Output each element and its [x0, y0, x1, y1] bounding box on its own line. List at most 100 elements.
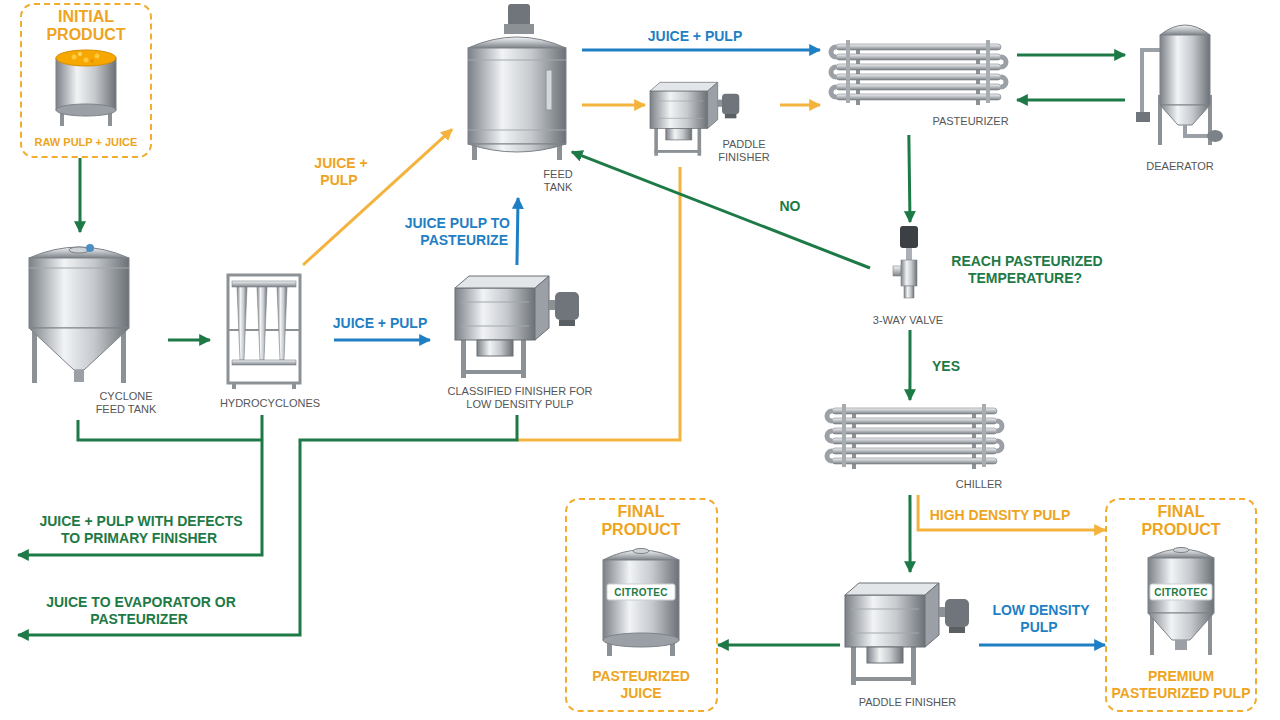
initial-tank-icon	[84, 58, 89, 63]
paddle-finisher-illustration	[845, 583, 969, 685]
feed-tank-illustration	[468, 60, 566, 61]
equipment-caption: CLASSIFIED FINISHER FOR LOW DENSITY PULP	[445, 385, 595, 411]
flow-label-box: JUICE + PULP	[330, 315, 430, 332]
equipment-caption: 3-WAY VALVE	[870, 314, 946, 327]
brand-label-box: CITROTEC	[1151, 587, 1211, 598]
decision-note: REACH PASTEURIZED TEMPERATURE?	[949, 253, 1102, 286]
feed-tank-illustration	[468, 37, 566, 48]
equipment-node: CHILLER	[820, 400, 1009, 495]
juice-tank-icon	[633, 549, 649, 554]
feed-tank-illustration	[468, 130, 566, 131]
flow-arrow	[718, 643, 840, 646]
flow-label-box: HIGH DENSITY PULP	[920, 507, 1080, 524]
deaerator-illustration	[1160, 25, 1210, 35]
brand-label: CITROTEC	[613, 587, 669, 598]
initial-tank-icon	[56, 104, 116, 116]
flow-arrow	[572, 152, 870, 268]
pulp-tank-icon	[1150, 584, 1212, 600]
flow-arrow	[517, 198, 518, 265]
flow-label: LOW DENSITY PULP	[990, 602, 1089, 635]
hydrocyclones-illustration	[257, 287, 267, 360]
equipment-node: PADDLE FINISHER	[840, 572, 979, 714]
initial-tank-icon	[90, 59, 94, 63]
hydrocyclones-illustration	[232, 360, 296, 365]
outlet-line	[18, 415, 262, 555]
flow-arrow	[334, 339, 430, 342]
brand-label: CITROTEC	[1153, 587, 1209, 598]
flow-arrow	[979, 643, 1105, 646]
juice-tank-icon	[603, 549, 679, 657]
flow-connectors	[80, 50, 1125, 645]
product-box: FINAL PRODUCTPREMIUM PASTEURIZED PULP	[1105, 498, 1257, 712]
flow-arrow	[582, 49, 820, 52]
deaerator-illustration	[1160, 105, 1210, 125]
equipment-caption: CHILLER	[953, 478, 1005, 491]
flow-arrow	[1017, 98, 1125, 101]
feed-tank-illustration	[468, 144, 566, 152]
three-way-valve-illustration	[893, 226, 918, 298]
product-name: PASTEURIZED JUICE	[576, 668, 706, 702]
flow-label: JUICE + PULP	[331, 315, 430, 331]
juice-tank-icon	[603, 560, 679, 640]
product-box: INITIAL PRODUCTRAW PULP + JUICE	[20, 3, 152, 158]
equipment-caption: PADDLE FINISHER	[840, 696, 975, 709]
feed-tank-illustration	[546, 70, 552, 110]
hydrocyclones-illustration	[228, 275, 300, 383]
flow-label: YES	[930, 358, 962, 374]
pulp-tank-icon	[1175, 640, 1187, 650]
hydrocyclones-illustration	[232, 281, 296, 287]
product-heading: FINAL PRODUCT	[1131, 503, 1231, 538]
juice-tank-icon	[607, 584, 675, 600]
flow-label: JUICE + PULP	[646, 28, 745, 44]
outlet-label: JUICE TO EVAPORATOR OR PASTEURIZER	[44, 594, 236, 627]
flow-label-box: LOW DENSITY PULP	[985, 602, 1095, 636]
initial-tank-icon	[78, 52, 82, 56]
flow-label: HIGH DENSITY PULP	[928, 507, 1073, 523]
equipment-caption: FEED TANK	[538, 168, 578, 194]
pulp-tank-icon	[1173, 548, 1189, 553]
flow-label-box: JUICE + PULP	[308, 155, 372, 189]
feed-tank-illustration	[468, 48, 566, 144]
product-name: RAW PULP + JUICE	[24, 136, 148, 149]
hydrocyclones-illustration	[237, 287, 247, 360]
equipment-node: HYDROCYCLONES	[210, 265, 334, 415]
flow-arrow	[918, 495, 1105, 530]
flow-label-box: JUICE + PULP	[635, 28, 755, 45]
flow-arrow	[908, 495, 911, 572]
initial-tank-icon	[95, 54, 100, 59]
equipment-node: DEAERATOR	[1125, 8, 1239, 178]
hydrocyclones-illustration	[228, 275, 300, 389]
outlet-label: JUICE + PULP WITH DEFECTS TO PRIMARY FIN…	[37, 513, 242, 546]
equipment-caption: CYCLONE FEED TANK	[90, 390, 162, 416]
equipment-node: PASTEURIZER	[820, 35, 1017, 135]
feed-tank-illustration	[508, 4, 530, 26]
hydrocyclones-illustration	[292, 383, 296, 389]
flow-arrow	[908, 330, 911, 400]
deaerator-illustration	[1160, 35, 1210, 105]
cyclone-feed-tank-illustration	[29, 244, 129, 383]
equipment-caption: PADDLE FINISHER	[713, 138, 775, 164]
pulp-tank-icon	[1148, 558, 1214, 613]
juice-tank-icon	[603, 633, 679, 647]
three-way-valve-illustration	[906, 248, 912, 260]
brand-label-box: CITROTEC	[608, 587, 674, 598]
deaerator-illustration	[1142, 50, 1160, 112]
product-box: FINAL PRODUCTPASTEURIZED JUICE	[565, 498, 718, 712]
three-way-valve-illustration	[904, 286, 914, 298]
pasteurizer-illustration	[831, 40, 1006, 105]
flow-arrow	[168, 338, 210, 341]
deaerator-illustration	[1185, 125, 1210, 136]
pulp-tank-icon	[1148, 613, 1214, 640]
flow-arrow	[909, 135, 910, 222]
flow-arrow	[780, 103, 820, 106]
flow-label: JUICE PULP TO PASTEURIZE	[403, 215, 510, 248]
outlet-label-box: JUICE + PULP WITH DEFECTS TO PRIMARY FIN…	[33, 513, 248, 547]
equipment-node: PADDLE FINISHER	[645, 75, 780, 167]
outlet-lines	[18, 167, 680, 635]
flow-arrow	[582, 103, 645, 106]
outlet-line	[78, 420, 262, 440]
decision-note-box: REACH PASTEURIZED TEMPERATURE?	[946, 253, 1106, 287]
hydrocyclones-illustration	[232, 383, 236, 389]
